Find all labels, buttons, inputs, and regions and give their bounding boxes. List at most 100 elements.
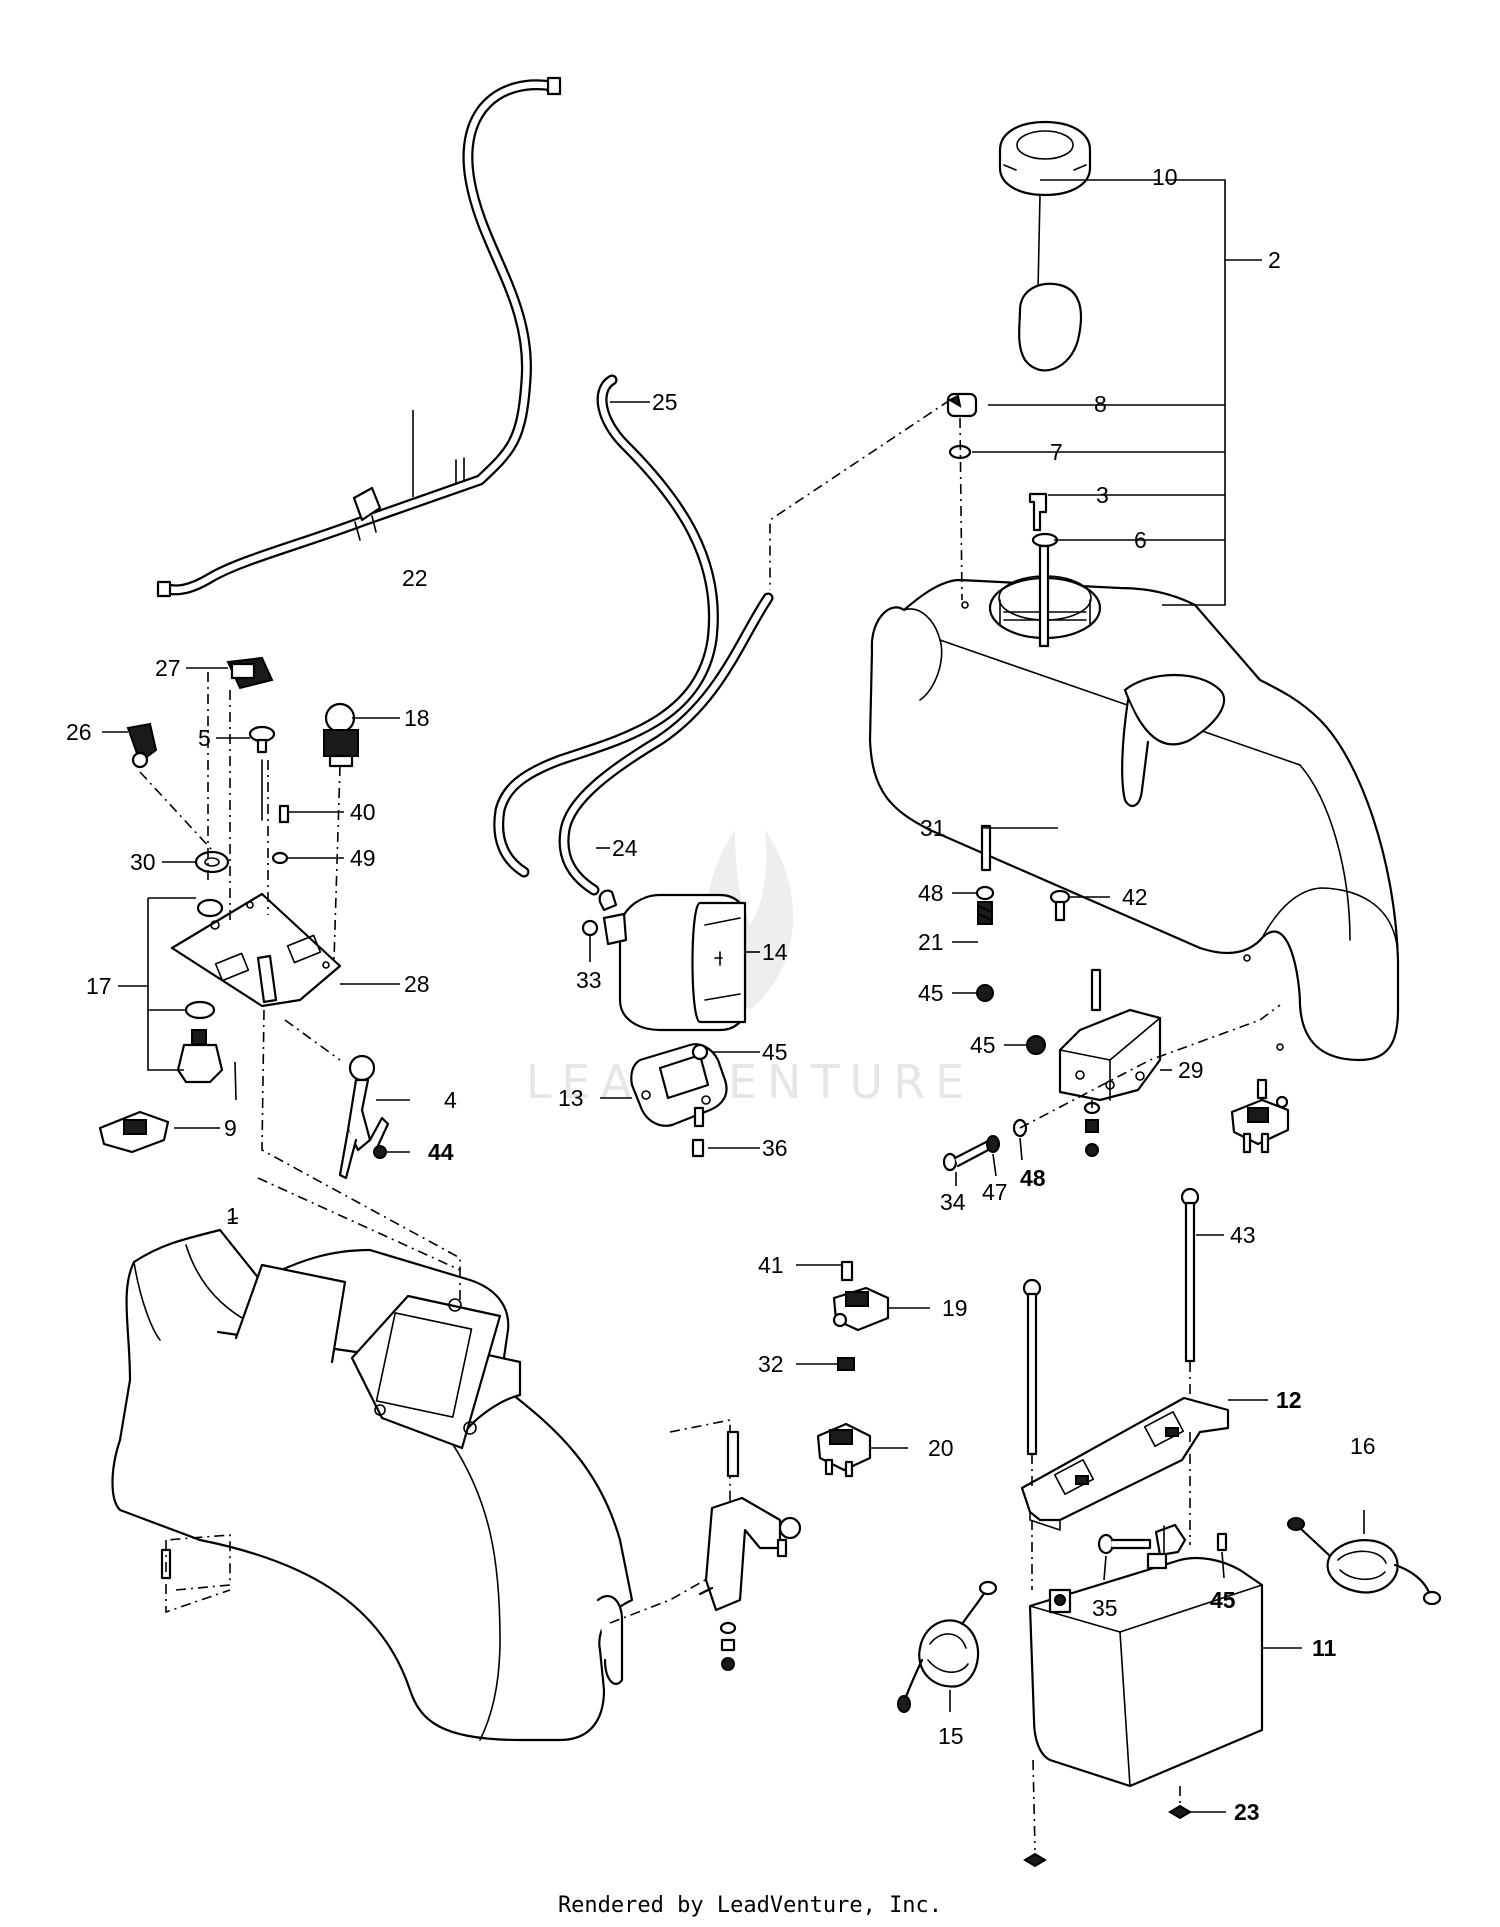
part-31-stud[interactable] [980,824,992,872]
part-28-control-panel-plate[interactable] [170,892,342,1008]
callout-19: 19 [942,1295,968,1321]
part-24-purge-hose[interactable] [558,592,774,896]
callout-4: 4 [444,1087,457,1113]
hold-down-rod-short[interactable] [1022,1278,1042,1456]
part-19-relay[interactable] [832,1286,890,1332]
callout-5: 5 [198,725,211,751]
callout-44: 44 [428,1139,454,1165]
part-18-ignition-switch[interactable] [323,702,359,768]
part-33-hose-clamp[interactable] [581,919,599,937]
callout-48-bolt: 48 [1020,1165,1046,1191]
battery-hold-down-bracket[interactable] [1154,1523,1187,1567]
part-20-relay[interactable] [816,1422,872,1478]
callout-12: 12 [1276,1387,1302,1413]
part-1-fender-console[interactable] [111,1228,634,1742]
part-41-screw[interactable] [840,1260,854,1282]
callout-32: 32 [758,1351,784,1377]
callout-30: 30 [130,849,156,875]
callout-7: 7 [1050,439,1063,465]
part-23-nut[interactable] [1168,1804,1192,1820]
callout-47: 47 [982,1179,1008,1205]
callout-3: 3 [1096,482,1109,508]
part-40-screw[interactable] [278,804,290,824]
part-29-tank-bracket[interactable] [1058,968,1162,1102]
callout-33: 33 [576,967,602,993]
watermark-text: LEADVENTURE [526,1055,975,1109]
part-36-screw[interactable] [691,1138,705,1158]
part-13-canister-bracket[interactable] [630,1043,728,1128]
part-6-fuel-pickup[interactable] [1031,532,1059,648]
part-25-vent-hose[interactable] [493,374,719,878]
callout-16: 16 [1350,1433,1376,1459]
console-mount-bracket[interactable] [698,1430,802,1671]
callout-45-battery: 45 [1210,1587,1236,1613]
callout-45-stack: 45 [918,980,944,1006]
part-32-clip[interactable] [837,1357,855,1371]
callout-20: 20 [928,1435,954,1461]
part-49-nut[interactable] [271,851,289,865]
footer-credit: Rendered by LeadVenture, Inc. [557,1893,943,1918]
callout-45-canister: 45 [762,1039,788,1065]
callout-45-bracket: 45 [970,1032,996,1058]
callout-10: 10 [1152,164,1178,190]
callout-31: 31 [920,815,946,841]
battery-bottom-nut[interactable] [1023,1852,1047,1868]
part-45-nut-c[interactable] [1216,1532,1228,1552]
callout-41: 41 [758,1252,784,1278]
callout-2: 2 [1268,247,1281,273]
part-35-bolt[interactable] [1097,1533,1152,1555]
part-48-washer-a[interactable] [975,885,995,901]
callout-23: 23 [1234,1799,1260,1825]
callout-29: 29 [1178,1057,1204,1083]
callout-13: 13 [558,1085,584,1111]
callout-28: 28 [404,971,430,997]
part-43-hold-down-rod-long[interactable] [1180,1187,1200,1363]
part-11-battery[interactable] [1028,1552,1264,1788]
part-15-battery-cable[interactable] [897,1580,998,1713]
part-21-spring[interactable] [977,901,993,925]
callout-40: 40 [350,799,376,825]
part-5-knob[interactable] [248,725,276,821]
callout-42: 42 [1122,884,1148,910]
part-42-bolt[interactable] [1049,889,1071,922]
callout-26: 26 [66,719,92,745]
callout-21: 21 [918,929,944,955]
callout-43: 43 [1230,1222,1256,1248]
part-30-bushing[interactable] [194,850,230,874]
callout-34: 34 [940,1189,966,1215]
part-44-nut[interactable] [373,1145,387,1159]
part-47-lockwasher[interactable] [986,1135,1000,1153]
callout-22: 22 [402,565,428,591]
part-45-nut-a[interactable] [976,984,994,1002]
part-9-connector[interactable] [98,1110,170,1154]
part-26-knob[interactable] [126,722,158,769]
part-2-fuel-tank-assembly[interactable] [868,575,1400,1062]
part-16-battery-cable[interactable] [1287,1517,1442,1606]
part-8-rollover-valve[interactable] [946,392,978,418]
harness-connector-right[interactable] [1230,1078,1290,1154]
callout-25: 25 [652,389,678,415]
callout-6: 6 [1134,527,1147,553]
part-4-pto-lever[interactable] [338,1054,390,1180]
callout-15: 15 [938,1723,964,1749]
part-17-switch-kit[interactable] [176,898,224,1084]
part-22-fuel-line[interactable] [156,76,562,598]
part-12-battery-hold-down[interactable] [1020,1396,1230,1531]
part-34-bolt[interactable] [942,1138,994,1172]
part-14-charcoal-canister[interactable] [598,889,747,1032]
callout-24: 24 [612,835,638,861]
part-27-switch-cap[interactable] [226,656,274,690]
part-45-nut-b[interactable] [1026,1035,1046,1055]
callout-14: 14 [762,939,788,965]
callout-36: 36 [762,1135,788,1161]
bracket-nut-stack[interactable] [1083,1101,1101,1157]
part-3-fitting[interactable] [1028,492,1048,532]
callout-27: 27 [155,655,181,681]
callout-48-stack: 48 [918,880,944,906]
callout-18: 18 [404,705,430,731]
part-10-fuel-cap[interactable] [998,120,1092,372]
callout-9: 9 [224,1115,237,1141]
callout-35: 35 [1092,1595,1118,1621]
callout-11: 11 [1312,1635,1337,1661]
